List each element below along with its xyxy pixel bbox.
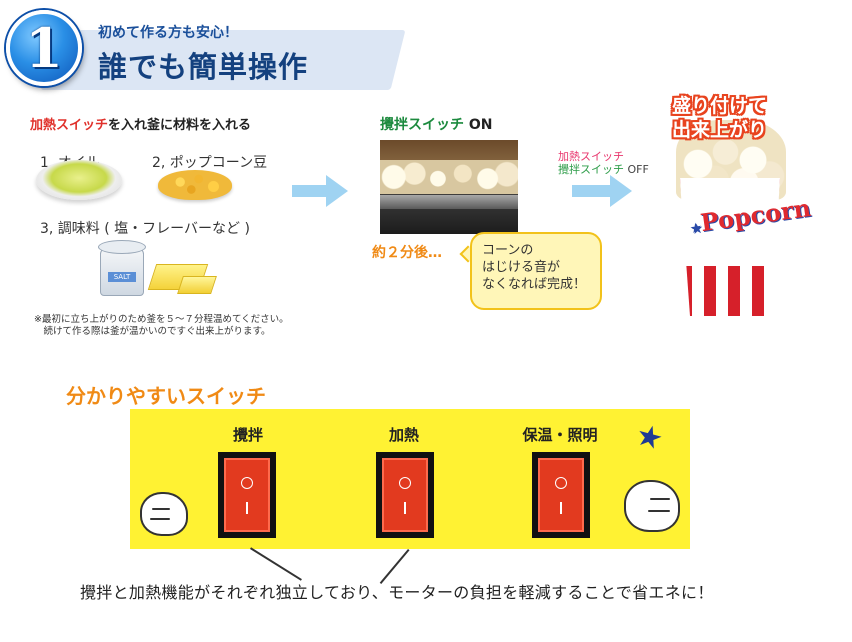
arrow-head-icon <box>326 175 348 207</box>
off-symbol-icon <box>555 476 567 489</box>
step1-heading: 加熱スイッチを入れ釜に材料を入れる <box>30 118 252 133</box>
oil-plate-image <box>36 160 122 200</box>
header-title: 誰でも簡単操作 <box>98 50 309 84</box>
ingredient-corn-label: 2, ポップコーン豆 <box>152 155 268 171</box>
stir-switch-off-label: 攪拌スイッチ OFF <box>558 163 649 176</box>
pointing-hand-icon <box>624 480 680 532</box>
header-subtitle: 初めて作る方も安心！ <box>98 25 238 41</box>
wait-time-text: 約２分後… <box>372 245 442 261</box>
switch-caption: 攪拌と加熱機能がそれぞれ独立しており、モーターの負担を軽減することで省エネに！ <box>80 583 714 602</box>
heat-switch-label: 加熱 <box>388 426 419 444</box>
popping-corn-image <box>380 160 518 194</box>
popcorn-cup-band <box>680 178 780 266</box>
on-symbol-icon <box>560 501 562 514</box>
arrow-head-icon <box>610 175 632 207</box>
ingredient-seasoning-label: 3, 調味料 ( 塩・フレーバーなど ) <box>40 221 250 237</box>
warmer-light-switch[interactable] <box>532 452 590 538</box>
stir-switch[interactable] <box>218 452 276 538</box>
heat-switch[interactable] <box>376 452 434 538</box>
on-symbol-icon <box>404 501 406 514</box>
pointing-hand-icon <box>140 492 188 536</box>
on-symbol-icon <box>246 501 248 514</box>
corn-kernels-image <box>158 170 232 200</box>
switch-section-title: 分かりやすいスイッチ <box>66 384 266 408</box>
stir-switch-label: 攪拌 <box>232 426 263 444</box>
finished-heading: 盛り付けて 出来上がり <box>672 95 768 141</box>
callout-line <box>250 547 302 581</box>
kettle-rim <box>380 195 518 209</box>
step-number-badge: 1 <box>6 10 82 86</box>
step2-heading: 攪拌スイッチ ON <box>380 117 493 133</box>
off-symbol-icon <box>399 476 411 489</box>
off-symbol-icon <box>241 476 253 489</box>
speech-bubble: コーンの はじける音が なくなれば完成！ <box>470 232 602 310</box>
salt-label: SALT <box>108 272 136 282</box>
heat-switch-off-label: 加熱スイッチ <box>558 150 624 163</box>
salt-lid <box>98 240 146 254</box>
warmer-light-switch-label: 保温・照明 <box>522 426 598 444</box>
arrow-right-icon <box>292 185 326 197</box>
butter-piece-image <box>177 276 217 294</box>
arrow-right-icon <box>572 185 610 197</box>
preheat-note: ※最初に立ち上がりのため釜を５～７分程温めてください。 続けて作る際は釜が温かい… <box>34 314 289 337</box>
